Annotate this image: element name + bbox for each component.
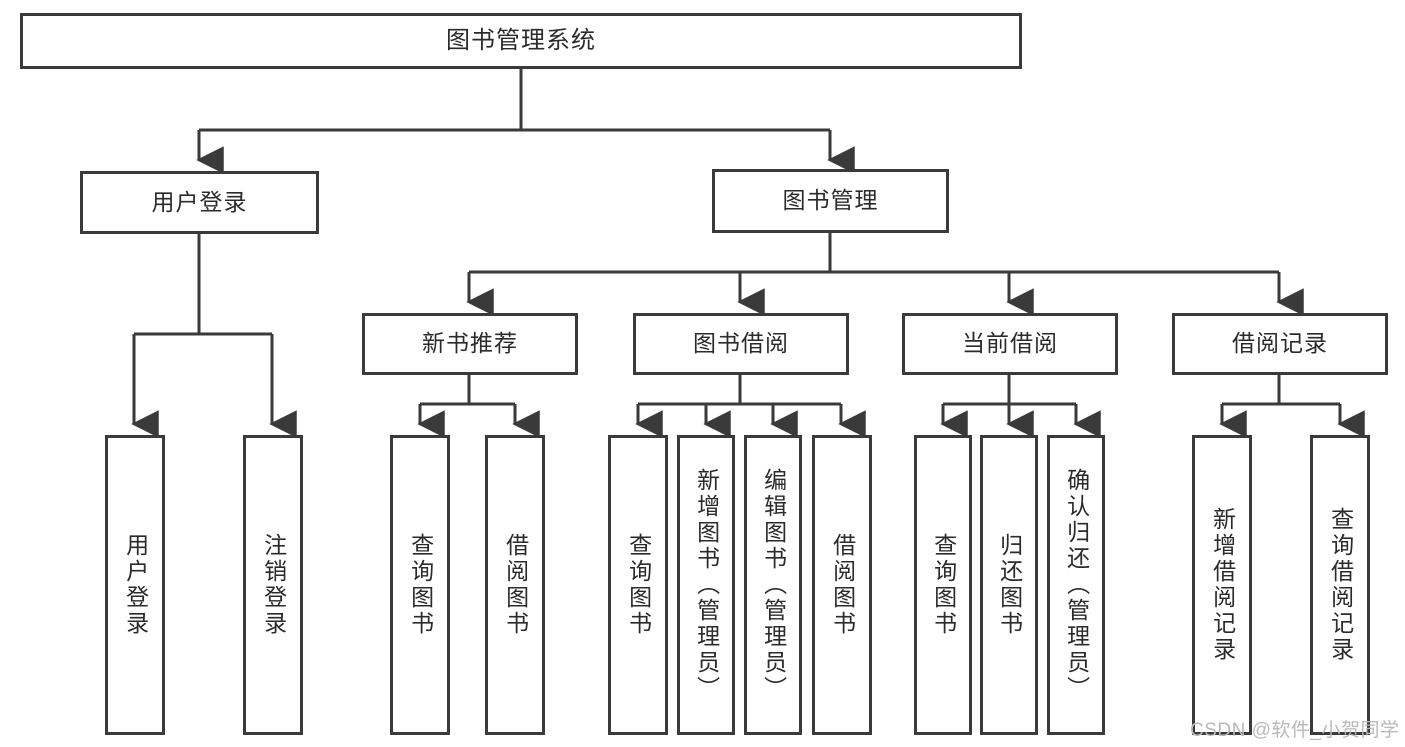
node-current-borrow[interactable]: 当前借阅 xyxy=(902,313,1118,375)
node-root-system[interactable]: 图书管理系统 xyxy=(20,13,1022,69)
leaf-query-book-current[interactable]: 查询图书 xyxy=(914,435,972,735)
leaf-logout[interactable]: 注销登录 xyxy=(243,435,303,735)
node-label: 新书推荐 xyxy=(422,330,518,357)
leaf-borrow-book[interactable]: 借阅图书 xyxy=(812,435,872,735)
node-label: 新增借阅记录 xyxy=(1209,507,1236,663)
node-label: 图书管理系统 xyxy=(446,26,596,54)
node-borrow-records[interactable]: 借阅记录 xyxy=(1172,313,1388,375)
node-label: 查询图书 xyxy=(625,533,652,637)
node-book-borrow[interactable]: 图书借阅 xyxy=(633,313,849,375)
node-label: 用户登录 xyxy=(151,188,248,215)
node-label: 确认归还（管理员） xyxy=(1063,468,1090,702)
node-label: 借阅记录 xyxy=(1232,330,1328,357)
node-user-login[interactable]: 用户登录 xyxy=(80,171,319,234)
node-label: 编辑图书（管理员） xyxy=(760,468,787,702)
leaf-add-book-admin[interactable]: 新增图书（管理员） xyxy=(677,435,735,735)
node-new-book-recommend[interactable]: 新书推荐 xyxy=(362,313,578,375)
leaf-query-book-borrow[interactable]: 查询图书 xyxy=(608,435,668,735)
node-label: 借阅图书 xyxy=(829,533,856,637)
leaf-query-book-recommend[interactable]: 查询图书 xyxy=(390,435,450,735)
leaf-return-book[interactable]: 归还图书 xyxy=(980,435,1038,735)
leaf-confirm-return-admin[interactable]: 确认归还（管理员） xyxy=(1047,435,1105,735)
node-label: 注销登录 xyxy=(260,533,287,637)
node-label: 图书管理 xyxy=(782,187,879,214)
node-book-management[interactable]: 图书管理 xyxy=(712,169,949,233)
leaf-user-login[interactable]: 用户登录 xyxy=(105,435,165,735)
node-label: 新增图书（管理员） xyxy=(693,468,720,702)
node-label: 借阅图书 xyxy=(502,533,529,637)
node-label: 用户登录 xyxy=(122,533,149,637)
leaf-query-borrow-record[interactable]: 查询借阅记录 xyxy=(1310,435,1370,735)
node-label: 当前借阅 xyxy=(962,330,1058,357)
watermark-text: CSDN @软件_小贺同学 xyxy=(1190,720,1400,741)
node-label: 归还图书 xyxy=(996,533,1023,637)
leaf-borrow-book-recommend[interactable]: 借阅图书 xyxy=(485,435,545,735)
node-label: 查询借阅记录 xyxy=(1327,507,1354,663)
leaf-add-borrow-record[interactable]: 新增借阅记录 xyxy=(1192,435,1252,735)
node-label: 查询图书 xyxy=(930,533,957,637)
leaf-edit-book-admin[interactable]: 编辑图书（管理员） xyxy=(744,435,802,735)
node-label: 图书借阅 xyxy=(693,330,789,357)
node-label: 查询图书 xyxy=(407,533,434,637)
